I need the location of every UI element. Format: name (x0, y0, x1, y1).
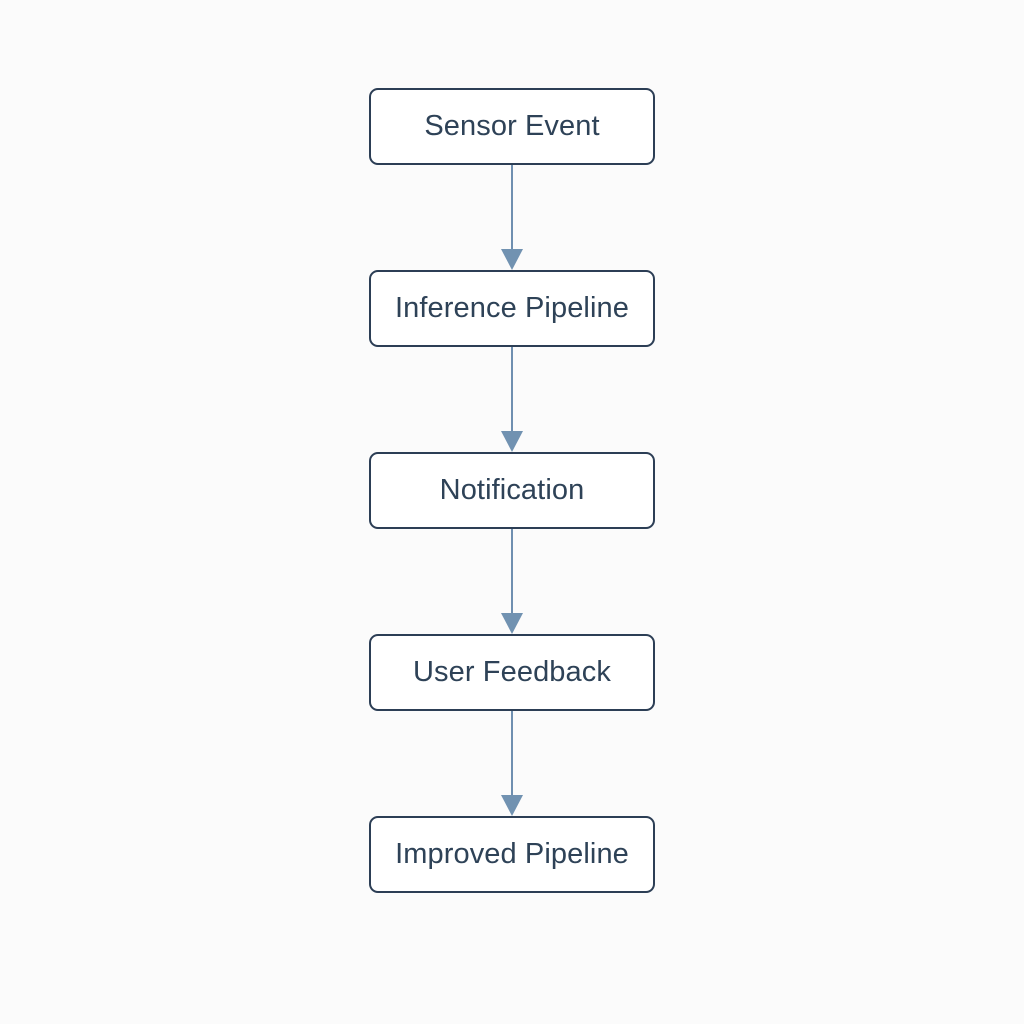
flowchart-node-sensor-event[interactable]: Sensor Event (369, 88, 655, 165)
flowchart-node-label: Sensor Event (424, 110, 600, 142)
flowchart-node-label: User Feedback (413, 656, 611, 688)
flowchart-edge-user-feedback-to-improved-pipeline (500, 711, 524, 816)
flowchart-node-label: Improved Pipeline (395, 838, 629, 870)
flowchart-node-notification[interactable]: Notification (369, 452, 655, 529)
arrowhead-down-icon (501, 613, 523, 634)
flowchart-edge-inference-pipeline-to-notification (500, 347, 524, 452)
edge-line (511, 529, 513, 615)
flowchart-node-column: Sensor Event Inference Pipeline Notifica… (369, 88, 655, 893)
flowchart-node-improved-pipeline[interactable]: Improved Pipeline (369, 816, 655, 893)
flowchart-node-inference-pipeline[interactable]: Inference Pipeline (369, 270, 655, 347)
edge-line (511, 711, 513, 797)
arrowhead-down-icon (501, 249, 523, 270)
edge-line (511, 347, 513, 433)
flowchart-node-label: Inference Pipeline (395, 292, 629, 324)
arrowhead-down-icon (501, 431, 523, 452)
flowchart-node-user-feedback[interactable]: User Feedback (369, 634, 655, 711)
flowchart-edge-notification-to-user-feedback (500, 529, 524, 634)
arrowhead-down-icon (501, 795, 523, 816)
flowchart-node-label: Notification (439, 474, 585, 506)
edge-line (511, 165, 513, 251)
flowchart-edge-sensor-event-to-inference-pipeline (500, 165, 524, 270)
